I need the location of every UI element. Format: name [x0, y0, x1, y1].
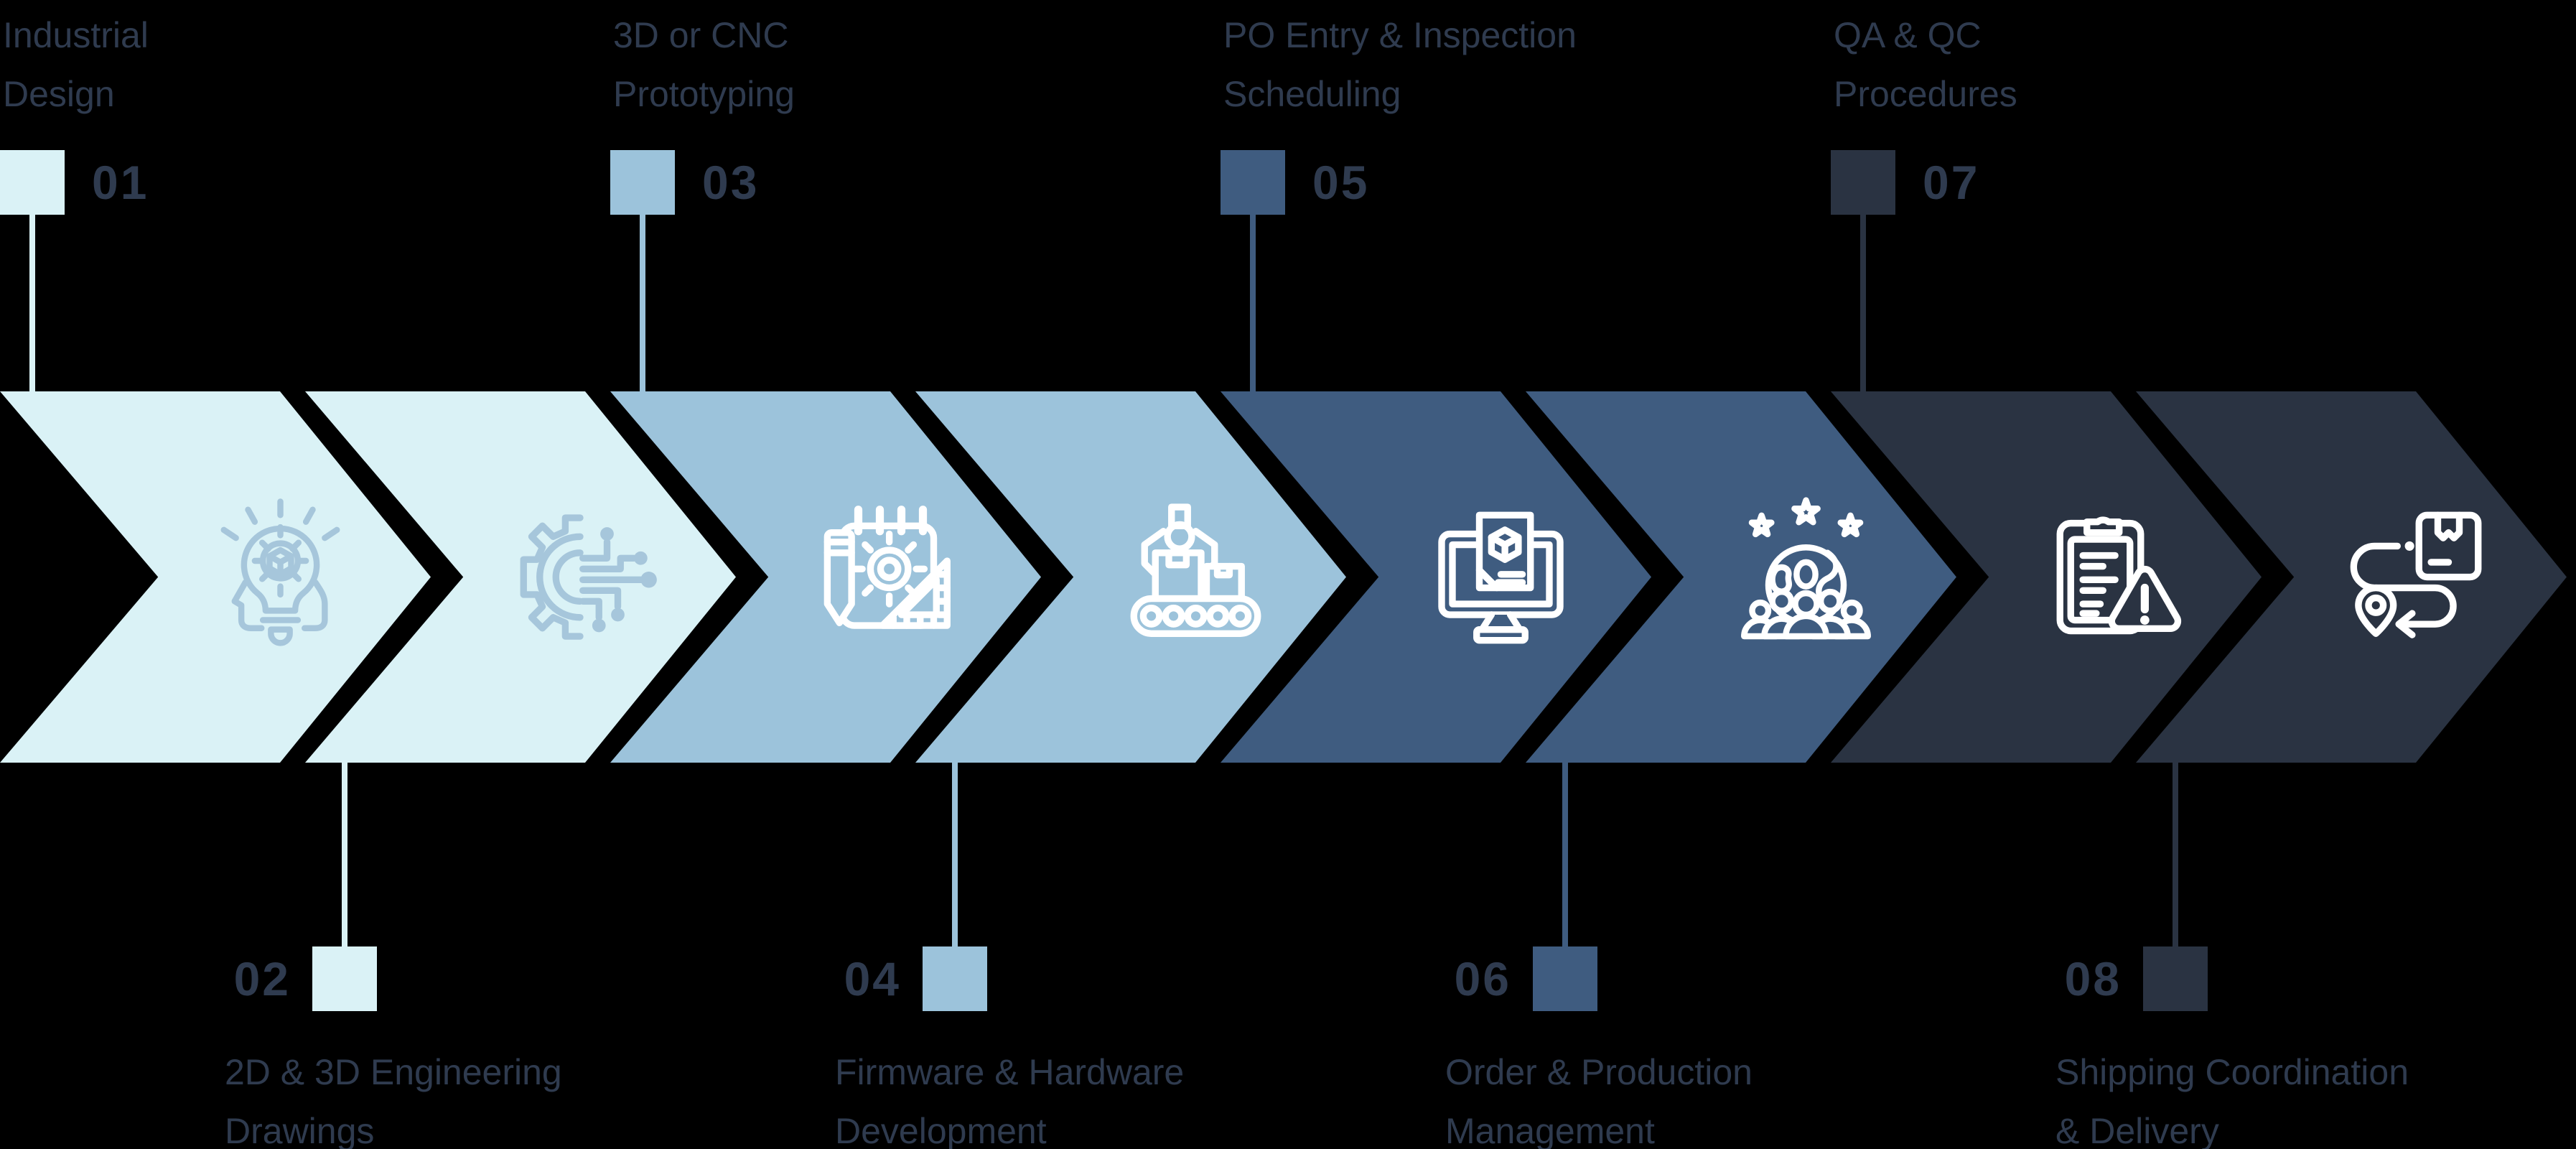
- step-01-square: [0, 150, 65, 215]
- step-07-square: [1831, 150, 1895, 215]
- step-03-connector: [640, 215, 645, 393]
- step-05-number: 05: [1312, 156, 1370, 209]
- step-05-square: [1221, 150, 1285, 215]
- step-08-connector: [2173, 763, 2178, 946]
- step-02-connector: [342, 763, 347, 946]
- idea-head-lightbulb-gear-icon: [200, 496, 361, 658]
- step-07-connector: [1860, 215, 1866, 393]
- clipboard-warning-icon: [2030, 496, 2192, 658]
- notepad-gear-pencil-ruler-icon: [810, 496, 971, 658]
- step-02-square: [312, 946, 377, 1011]
- step-04-number: 04: [844, 952, 901, 1005]
- step-06-square: [1533, 946, 1597, 1011]
- step-08-label: Shipping Coordination& Delivery: [2055, 1052, 2409, 1149]
- step-04-connector: [952, 763, 958, 946]
- step-07-number: 07: [1923, 156, 1980, 209]
- step-01-number: 01: [92, 156, 149, 209]
- global-team-stars-icon: [1725, 496, 1887, 658]
- step-05-connector: [1250, 215, 1256, 393]
- step-01-connector: [29, 215, 35, 393]
- robotic-arm-conveyor-icon: [1115, 496, 1277, 658]
- step-06-number: 06: [1454, 952, 1511, 1005]
- monitor-order-document-icon: [1420, 496, 1582, 658]
- step-04-square: [923, 946, 987, 1011]
- step-08-number: 08: [2064, 952, 2122, 1005]
- half-gear-circuit-icon: [505, 496, 666, 658]
- step-03-square: [610, 150, 675, 215]
- step-08-square: [2143, 946, 2208, 1011]
- step-02-number: 02: [233, 952, 291, 1005]
- package-route-location-icon: [2335, 496, 2497, 658]
- step-06-connector: [1562, 763, 1568, 946]
- step-03-number: 03: [702, 156, 760, 209]
